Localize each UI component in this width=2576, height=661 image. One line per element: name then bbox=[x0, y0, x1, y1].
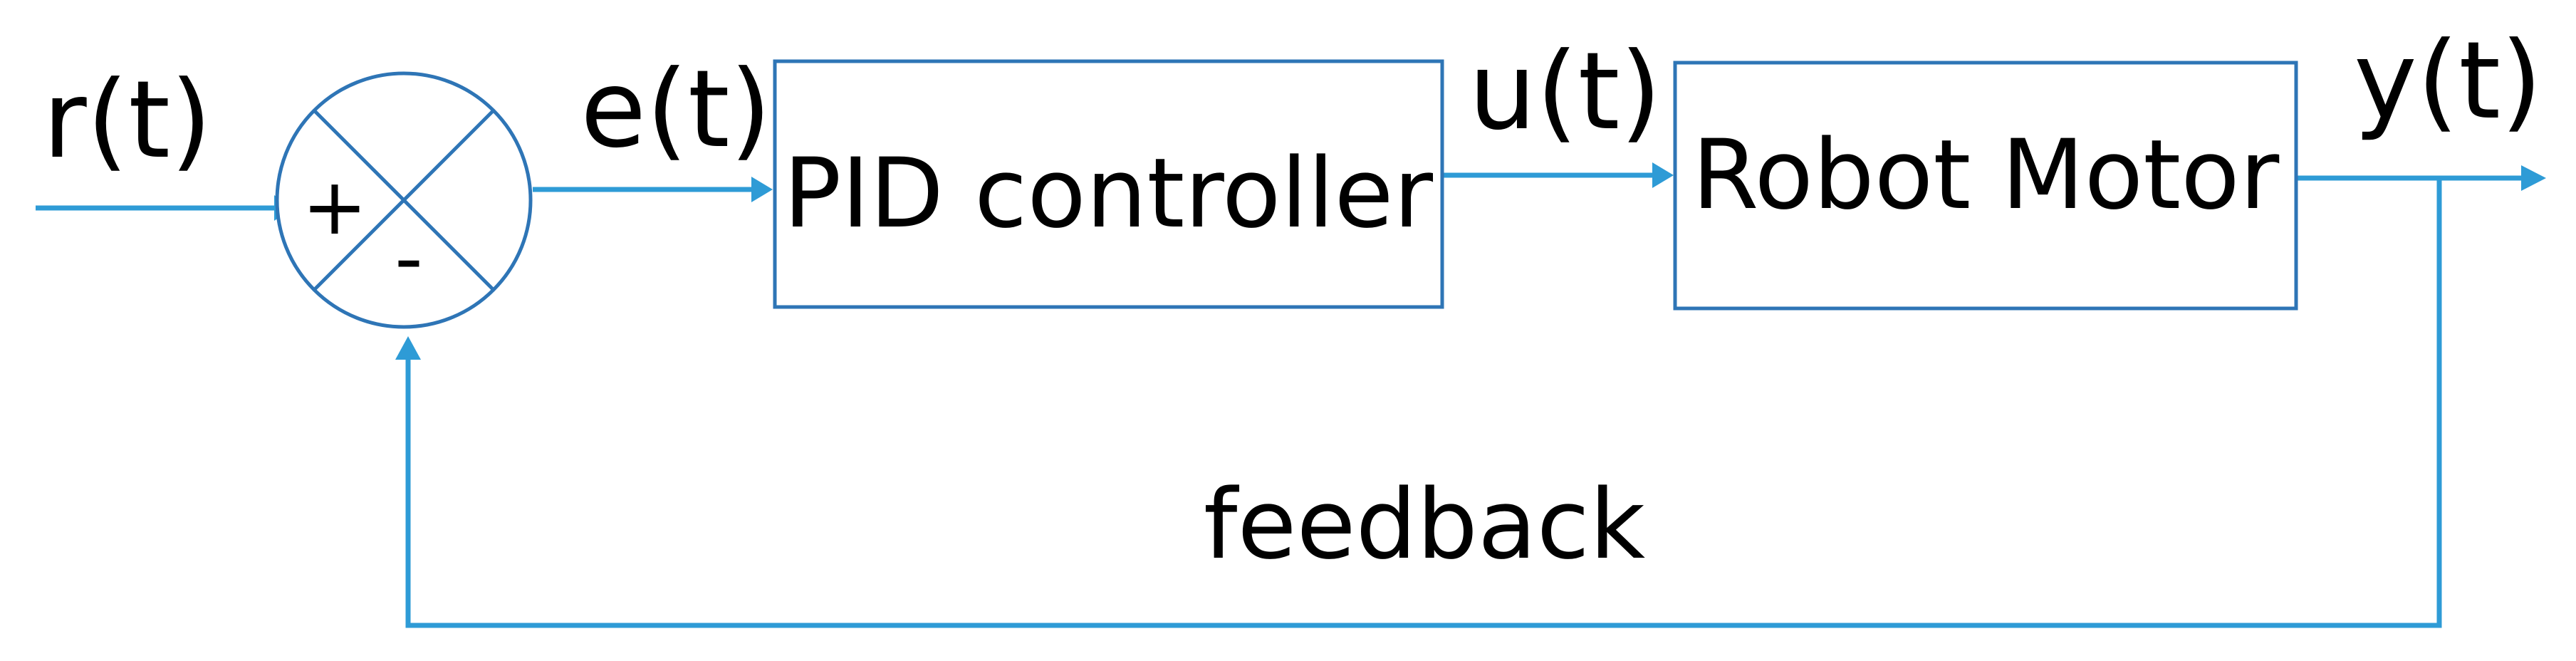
robot-motor-block: Robot Motor bbox=[1673, 61, 2298, 311]
robot-motor-label: Robot Motor bbox=[1692, 119, 2280, 231]
pid-controller-block: PID controller bbox=[773, 59, 1444, 309]
error-signal-label: e(t) bbox=[580, 48, 771, 172]
pid-controller-box bbox=[773, 59, 1444, 309]
signal-lines bbox=[36, 162, 2546, 628]
feedback-arrowhead bbox=[395, 336, 421, 360]
control-signal-label: u(t) bbox=[1469, 30, 1662, 154]
output-signal-label: y(t) bbox=[2354, 19, 2543, 143]
feedback-path bbox=[405, 178, 2442, 628]
feedback-label: feedback bbox=[1204, 469, 1645, 581]
minus-sign: - bbox=[395, 212, 423, 303]
output-arrowhead bbox=[2521, 165, 2546, 191]
plus-sign: + bbox=[302, 161, 367, 252]
reference-signal-label: r(t) bbox=[43, 58, 212, 182]
summing-junction-cross-2 bbox=[313, 109, 495, 291]
error-arrowhead bbox=[751, 177, 773, 202]
control-arrowhead bbox=[1652, 162, 1674, 188]
robot-motor-box bbox=[1673, 61, 2298, 311]
summing-junction: + - bbox=[275, 71, 533, 329]
pid-controller-label: PID controller bbox=[783, 137, 1434, 249]
